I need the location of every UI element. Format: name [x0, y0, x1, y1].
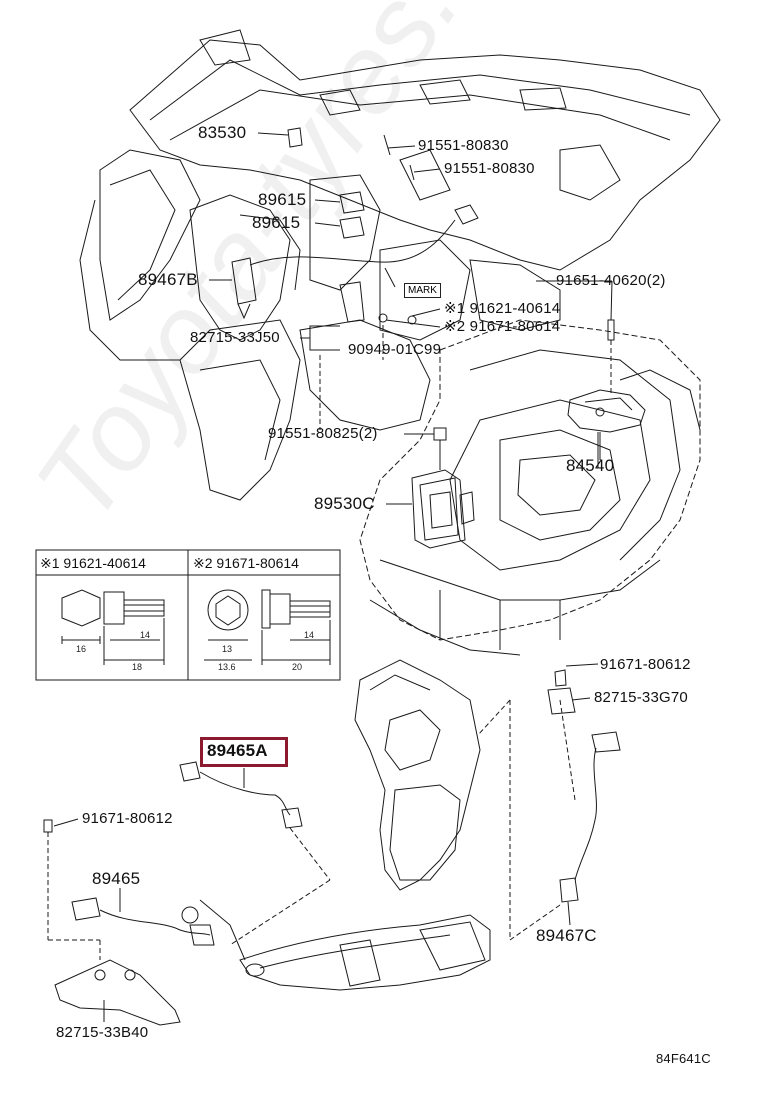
dim-right-width: 13 — [222, 644, 233, 654]
part-label-89467c[interactable]: 89467C — [536, 926, 597, 945]
part-label-91621-40614[interactable]: ※1 91621-40614 — [444, 300, 561, 317]
oxygen-sensor-89465a — [179, 761, 303, 829]
oxygen-sensor-89467c — [547, 669, 621, 903]
ecu-module — [411, 427, 475, 549]
neutral-start-switch — [567, 389, 646, 460]
dim-right-thread: 14 — [304, 630, 315, 640]
dim-left-thread: 14 — [140, 630, 151, 640]
engine-block — [79, 29, 721, 501]
oxygen-sensor-89465 — [71, 897, 215, 946]
part-label-89465a[interactable]: 89465A — [207, 741, 268, 760]
part-label-90949-01c99[interactable]: 90949-01C99 — [348, 341, 442, 358]
inset-left-title: ※1 91621-40614 — [40, 555, 146, 571]
highlighted-part-box — [200, 737, 288, 767]
leader-lines — [53, 132, 613, 1022]
bracket-82715-33b40 — [43, 819, 181, 1026]
part-label-91551-80830-b[interactable]: 91551-80830 — [444, 160, 535, 177]
part-label-91551-80825[interactable]: 91551-80825(2) — [268, 425, 378, 442]
part-label-91671-80612-left[interactable]: 91671-80612 — [82, 810, 173, 827]
part-label-89530c[interactable]: 89530C — [314, 494, 375, 513]
part-label-89615-b[interactable]: 89615 — [252, 213, 301, 232]
part-label-89615-a[interactable]: 89615 — [258, 190, 307, 209]
fastener-detail-inset — [35, 549, 341, 681]
dim-right-flange: 13.6 — [218, 662, 236, 672]
mark-tag: MARK — [404, 283, 441, 298]
part-label-82715-33b40[interactable]: 82715-33B40 — [56, 1024, 149, 1041]
sensor-wiring — [231, 127, 615, 395]
dim-right-length: 20 — [292, 662, 303, 672]
dim-left-length: 18 — [132, 662, 143, 672]
part-label-83530[interactable]: 83530 — [198, 123, 247, 142]
part-label-89465[interactable]: 89465 — [92, 869, 141, 888]
diagram-code: 84F641C — [656, 1051, 711, 1066]
part-label-91671-80612-right[interactable]: 91671-80612 — [600, 656, 691, 673]
inset-right-title: ※2 91671-80614 — [193, 555, 299, 571]
part-label-89467b[interactable]: 89467B — [138, 270, 198, 289]
part-label-91551-80830-a[interactable]: 91551-80830 — [418, 137, 509, 154]
part-label-91651-40620[interactable]: 91651-40620(2) — [556, 272, 666, 289]
guide-lines — [229, 325, 576, 946]
exhaust-manifold-catalyst — [199, 659, 491, 991]
part-label-84540[interactable]: 84540 — [566, 456, 615, 475]
part-label-82715-33g70[interactable]: 82715-33G70 — [594, 689, 688, 706]
part-label-82715-33j50[interactable]: 82715-33J50 — [190, 329, 280, 346]
transmission-housing — [359, 319, 701, 656]
part-label-91671-80614[interactable]: ※2 91671-80614 — [444, 318, 561, 335]
dim-left-width: 16 — [76, 644, 87, 654]
